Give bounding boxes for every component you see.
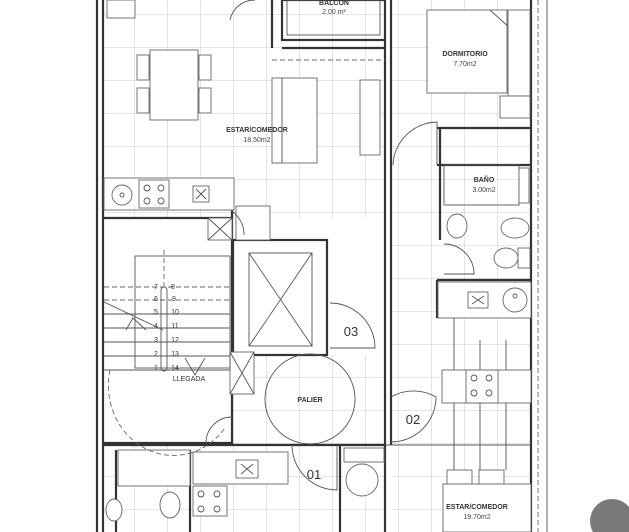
unit-number-02: 02 xyxy=(406,412,420,427)
palier-label: PALIER xyxy=(297,397,322,404)
unit-number-03: 03 xyxy=(344,324,358,339)
estar-left-label: ESTAR/COMEDOR xyxy=(226,127,288,134)
furniture xyxy=(103,9,532,532)
balcon-area: 2.00 m² xyxy=(322,9,346,16)
estar-right-area: 19.70m2 xyxy=(463,514,490,521)
palier-turning-circle xyxy=(264,353,356,445)
stair-step-6: 6 xyxy=(154,296,158,303)
washbasin xyxy=(446,213,468,239)
stair-step-7: 7 xyxy=(154,284,158,291)
bano-area: 3.00m2 xyxy=(472,187,495,194)
stair-step-9: 9 xyxy=(172,296,176,303)
stair-step-3: 3 xyxy=(154,337,158,344)
sofa xyxy=(271,77,318,164)
bidet xyxy=(500,217,530,239)
dining-table xyxy=(149,49,199,121)
balcony-outline xyxy=(280,0,387,42)
dormitorio-area: 7.70m2 xyxy=(453,61,476,68)
unit-number-01: 01 xyxy=(307,467,321,482)
stair-arrival-label: LLEGADA xyxy=(173,376,206,383)
stair-step-12: 12 xyxy=(171,337,179,344)
stair-step-13: 13 xyxy=(171,351,179,358)
elevator-shaft xyxy=(231,238,329,357)
stair-step-14: 14 xyxy=(171,365,179,372)
estar-left-area: 18.50m2 xyxy=(243,137,270,144)
staircase xyxy=(103,250,231,456)
stair-step-10: 10 xyxy=(171,309,179,316)
bed xyxy=(426,9,508,94)
bano-label: BAÑO xyxy=(474,175,495,184)
stair-step-2: 2 xyxy=(154,351,158,358)
dormitorio-label: DORMITORIO xyxy=(442,51,488,58)
stair-step-11: 11 xyxy=(171,323,178,330)
tile-floor-palier xyxy=(232,355,385,445)
dining-table-right xyxy=(442,483,532,532)
overlay-circle-button[interactable] xyxy=(590,499,629,532)
walls xyxy=(95,0,548,532)
stair-numbers: 7 6 5 4 3 2 1 8 9 10 11 12 13 14 LLEGADA xyxy=(154,284,205,383)
stair-step-8: 8 xyxy=(171,284,175,291)
room-labels: BALCON 2.00 m² ESTAR/COMEDOR 18.50m2 DOR… xyxy=(226,0,508,521)
stair-step-4: 4 xyxy=(154,323,158,330)
toilet xyxy=(493,247,519,269)
estar-right-label: ESTAR/COMEDOR xyxy=(446,504,508,511)
tv-unit xyxy=(359,79,381,156)
door-swings xyxy=(205,121,475,491)
cooktop xyxy=(138,179,170,209)
stair-step-1: 1 xyxy=(154,365,158,372)
stair-step-5: 5 xyxy=(154,309,158,316)
balcon-label: BALCON xyxy=(319,0,349,7)
